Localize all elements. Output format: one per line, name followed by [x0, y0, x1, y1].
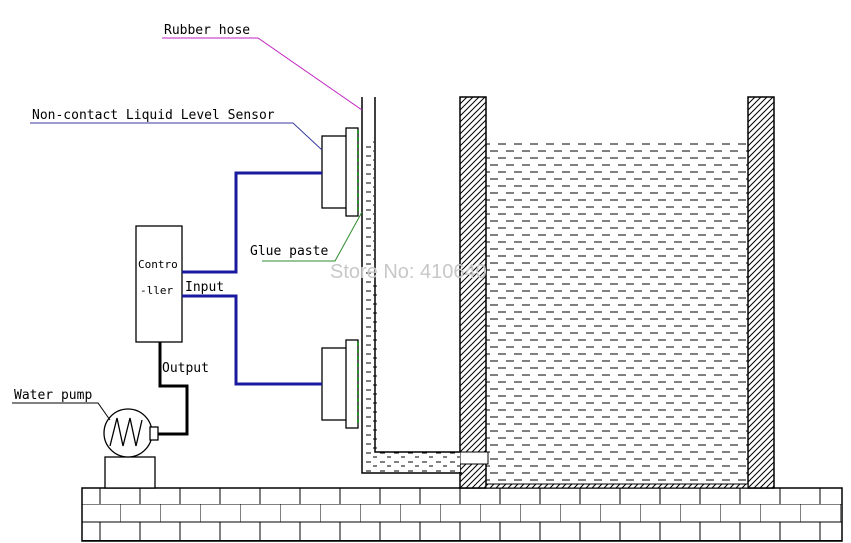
- water-pump: [103, 408, 159, 489]
- brick-ground: [81, 487, 843, 542]
- input-label: Input: [185, 280, 224, 295]
- pump-base: [104, 456, 156, 489]
- sensor-leader: [30, 122, 323, 151]
- pump-body: [103, 408, 153, 458]
- water-pump-leader: [12, 402, 111, 421]
- glue-paste-label: Glue paste: [250, 244, 328, 259]
- store-watermark: Store No: 410640: [330, 261, 487, 283]
- signal-wires: [182, 171, 322, 386]
- water-pump-label: Water pump: [14, 388, 92, 403]
- controller-box: Contro -ller: [135, 225, 183, 343]
- pump-coil-icon: [109, 417, 143, 447]
- upper-sensor-wire: [182, 171, 322, 274]
- output-wire: [158, 342, 189, 436]
- rubber-hose-label: Rubber hose: [164, 23, 250, 38]
- lower-sensor-wire: [182, 294, 322, 386]
- rubber-hose-leader: [162, 37, 363, 111]
- controller-label-line1: Contro: [138, 258, 178, 271]
- rubber-hose-tube: [361, 97, 462, 474]
- upper-level-sensor: [321, 127, 359, 217]
- lower-level-sensor: [321, 339, 359, 429]
- pump-terminal: [149, 426, 159, 441]
- controller-label-line2: -ller: [140, 284, 173, 297]
- leader-lines: [12, 37, 363, 421]
- glue-paste-leader: [262, 211, 363, 262]
- output-label: Output: [162, 361, 209, 376]
- water-tank: [459, 96, 775, 489]
- sensor-label: Non-contact Liquid Level Sensor: [32, 108, 275, 123]
